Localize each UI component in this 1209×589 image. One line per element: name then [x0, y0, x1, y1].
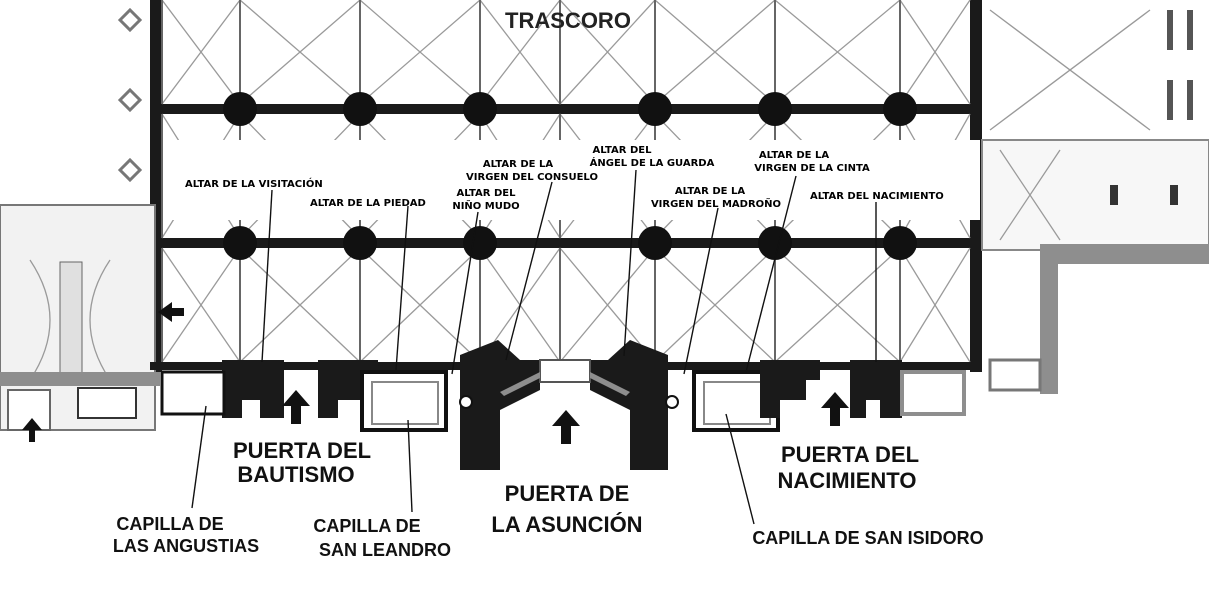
label-band	[165, 140, 980, 220]
facade	[150, 340, 980, 470]
arrow-up-icon	[282, 390, 310, 424]
leader-lines	[191, 169, 877, 525]
door-label-nacimiento: PUERTA DEL	[781, 442, 919, 467]
right-annex	[981, 9, 1209, 394]
altar-label-madrono: ALTAR DE LA	[675, 186, 745, 197]
altar-label-cinta: ALTAR DE LA	[759, 150, 829, 161]
altar-label-nino-mudo: ALTAR DEL	[457, 188, 517, 199]
altar-label-angel: ÁNGEL DE LA GUARDA	[590, 156, 715, 169]
door-labels: PUERTA DEL BAUTISMO PUERTA DE LA ASUNCIÓ…	[233, 438, 919, 537]
door-label-bautismo: BAUTISMO	[237, 462, 354, 487]
arrow-up-icon	[821, 392, 849, 426]
left-annex	[0, 7, 160, 431]
arrow-up-icon	[552, 410, 580, 444]
altar-label-visitacion: ALTAR DE LA VISITACIÓN	[185, 177, 323, 190]
chapel-labels: CAPILLA DE LAS ANGUSTIAS CAPILLA DE SAN …	[113, 514, 984, 560]
door-label-asuncion: LA ASUNCIÓN	[491, 512, 642, 537]
altar-label-nino-mudo: NIÑO MUDO	[452, 199, 519, 212]
altar-label-angel: ALTAR DEL	[593, 145, 653, 156]
door-label-asuncion: PUERTA DE	[505, 481, 630, 506]
chapel-label-san-leandro: SAN LEANDRO	[319, 540, 451, 560]
chapel-label-angustias: LAS ANGUSTIAS	[113, 536, 259, 556]
door-label-bautismo: PUERTA DEL	[233, 438, 371, 463]
plan-title: TRASCORO	[505, 8, 631, 33]
door-label-nacimiento: NACIMIENTO	[778, 468, 917, 493]
altar-label-cinta: VIRGEN DE LA CINTA	[754, 163, 870, 174]
altar-label-consuelo: VIRGEN DEL CONSUELO	[466, 172, 598, 183]
altar-label-piedad: ALTAR DE LA PIEDAD	[310, 198, 426, 209]
altar-label-consuelo: ALTAR DE LA	[483, 159, 553, 170]
chapel-label-san-leandro: CAPILLA DE	[313, 516, 420, 536]
arrow-left-icon	[158, 302, 184, 322]
chapel-label-san-isidoro: CAPILLA DE SAN ISIDORO	[752, 528, 983, 548]
entrance-arrows	[22, 302, 849, 444]
altar-label-nacimiento: ALTAR DEL NACIMIENTO	[810, 191, 944, 202]
altar-labels: ALTAR DE LA VISITACIÓN ALTAR DE LA PIEDA…	[185, 145, 944, 212]
chapel-label-angustias: CAPILLA DE	[116, 514, 223, 534]
arrow-up-icon	[22, 418, 42, 442]
altar-label-madrono: VIRGEN DEL MADROÑO	[651, 197, 781, 210]
